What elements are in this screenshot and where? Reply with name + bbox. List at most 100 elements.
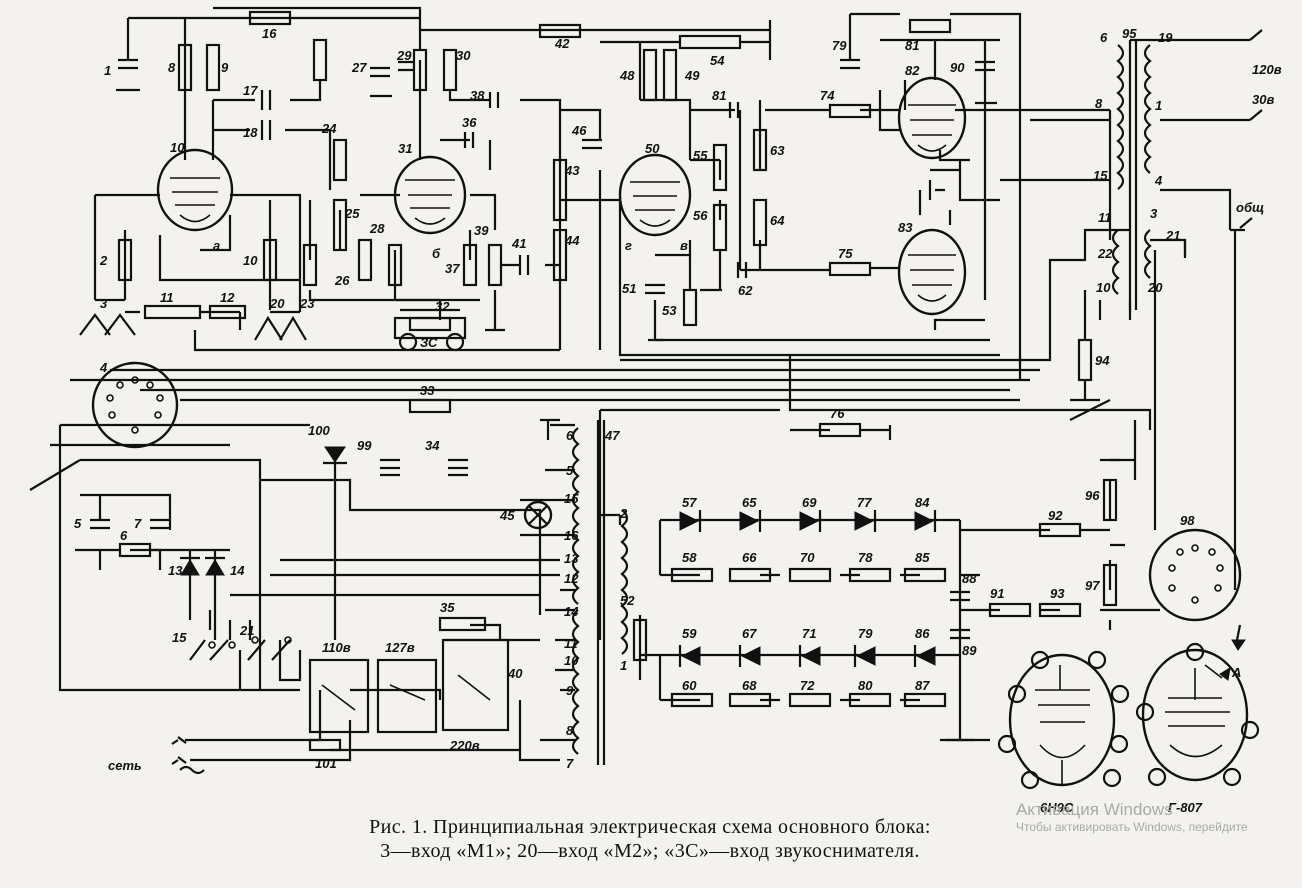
ref-r25: 25 (344, 206, 360, 221)
ref-d65: 65 (742, 495, 757, 510)
ref-r55: 55 (693, 148, 708, 163)
ref-r37: 37 (445, 261, 460, 276)
ref-r30: 30 (456, 48, 471, 63)
ref-r74: 74 (820, 88, 835, 103)
ref-r49: 49 (684, 68, 700, 83)
label-p1: 1 (620, 658, 627, 673)
ref-r12: 12 (220, 290, 235, 305)
ref-r6: 6 (120, 528, 128, 543)
label-w8: 8 (1095, 96, 1103, 111)
ref-r80: 80 (858, 678, 873, 693)
ref-r68: 68 (742, 678, 757, 693)
ref-c17: 17 (243, 83, 258, 98)
ref-in20: 20 (269, 296, 285, 311)
ref-cap38: 38 (470, 88, 485, 103)
label-p5: 5 (566, 463, 574, 478)
ref-r75: 75 (838, 246, 853, 261)
label-w19: 19 (1158, 30, 1173, 45)
ref-r60: 60 (682, 678, 697, 693)
windows-activation-watermark: Активация Windows Чтобы активировать Win… (1016, 800, 1248, 834)
voltage-127: 127в (385, 640, 415, 655)
label-w11: 11 (1098, 210, 1112, 225)
capacitors (90, 58, 995, 640)
ref-sock4: 4 (99, 360, 108, 375)
ref-r2: 2 (99, 253, 108, 268)
ref-t31: 31 (398, 141, 412, 156)
ref-c5: 5 (74, 516, 82, 531)
watermark-subtitle: Чтобы активировать Windows, перейдите (1016, 820, 1248, 834)
ref-r9: 9 (221, 60, 229, 75)
terminal-common: общ (1236, 200, 1264, 215)
ref-c41: 41 (511, 236, 526, 251)
ref-d57: 57 (682, 495, 697, 510)
pickup-label: ЗС (420, 335, 438, 350)
ref-c88: 88 (962, 571, 977, 586)
mains-label: сеть (108, 758, 142, 773)
ref-d71: 71 (802, 626, 816, 641)
ref-r40: 40 (507, 666, 523, 681)
ref-r28: 28 (369, 221, 385, 236)
ref-r93: 93 (1050, 586, 1065, 601)
label-v1: в (680, 238, 688, 253)
ref-d84: 84 (915, 495, 930, 510)
ref-r91: 91 (990, 586, 1004, 601)
ref-r97: 97 (1085, 578, 1100, 593)
label-p16: 16 (564, 528, 579, 543)
ref-r81: 81 (905, 38, 919, 53)
watermark-title: Активация Windows (1016, 800, 1173, 819)
ref-r39: 39 (474, 223, 489, 238)
ref-r32: 32 (435, 299, 450, 314)
ref-t82: 82 (905, 63, 920, 78)
ref-d67: 67 (742, 626, 757, 641)
ref-c79: 79 (832, 38, 847, 53)
ref-r11: 11 (160, 290, 174, 305)
ref-lamp45: 45 (499, 508, 515, 523)
ref-c46: 46 (571, 123, 587, 138)
voltage-110: 110в (322, 640, 351, 655)
ref-r72: 72 (800, 678, 815, 693)
label-p10: 10 (564, 653, 579, 668)
ref-r94: 94 (1095, 353, 1110, 368)
terminal-30v: 30в (1252, 92, 1274, 107)
sockets-switches (91, 316, 1242, 752)
label-w20: 20 (1147, 280, 1163, 295)
ref-c62: 62 (738, 283, 753, 298)
ref-c90: 90 (950, 60, 965, 75)
ref-r42: 42 (554, 36, 570, 51)
label-p13: 13 (564, 551, 579, 566)
component-numbers: 1 8 9 16 17 18 10 2 3 11 12 10 20 23 24 … (74, 26, 1195, 771)
ref-r53: 53 (662, 303, 677, 318)
ref-c1: 1 (104, 63, 111, 78)
label-p7: 7 (566, 756, 574, 771)
tap-labels: а б в г 6 19 8 1 15 4 3 11 22 21 10 20 6… (213, 30, 1180, 771)
ref-c51: 51 (622, 281, 636, 296)
ref-d86: 86 (915, 626, 930, 641)
diodes (180, 446, 937, 667)
ref-r8: 8 (168, 60, 176, 75)
ref-c34: 34 (425, 438, 440, 453)
ref-r48: 48 (619, 68, 635, 83)
ref-t83: 83 (898, 220, 913, 235)
ref-d79: 79 (858, 626, 873, 641)
ref-r35: 35 (440, 600, 455, 615)
label-w4: 4 (1154, 173, 1163, 188)
ref-in3: 3 (100, 296, 108, 311)
ref-d69: 69 (802, 495, 817, 510)
ref-r16: 16 (262, 26, 277, 41)
voltage-220: 220в (449, 738, 480, 753)
ref-c99: 99 (357, 438, 372, 453)
label-w15: 15 (1093, 168, 1108, 183)
ground-symbols (29, 29, 1263, 775)
ref-c7: 7 (134, 516, 142, 531)
ref-sw21: 21 (239, 623, 254, 638)
ref-tr47: 47 (604, 428, 620, 443)
ref-d14: 14 (230, 563, 245, 578)
label-p2: 2 (619, 506, 628, 521)
ref-r33: 33 (420, 383, 435, 398)
label-g1: г (625, 238, 632, 253)
ref-d77: 77 (857, 495, 872, 510)
tube-g807-label: Г-807 (1168, 800, 1203, 815)
label-p9: 9 (566, 683, 574, 698)
transformers (571, 40, 1152, 765)
